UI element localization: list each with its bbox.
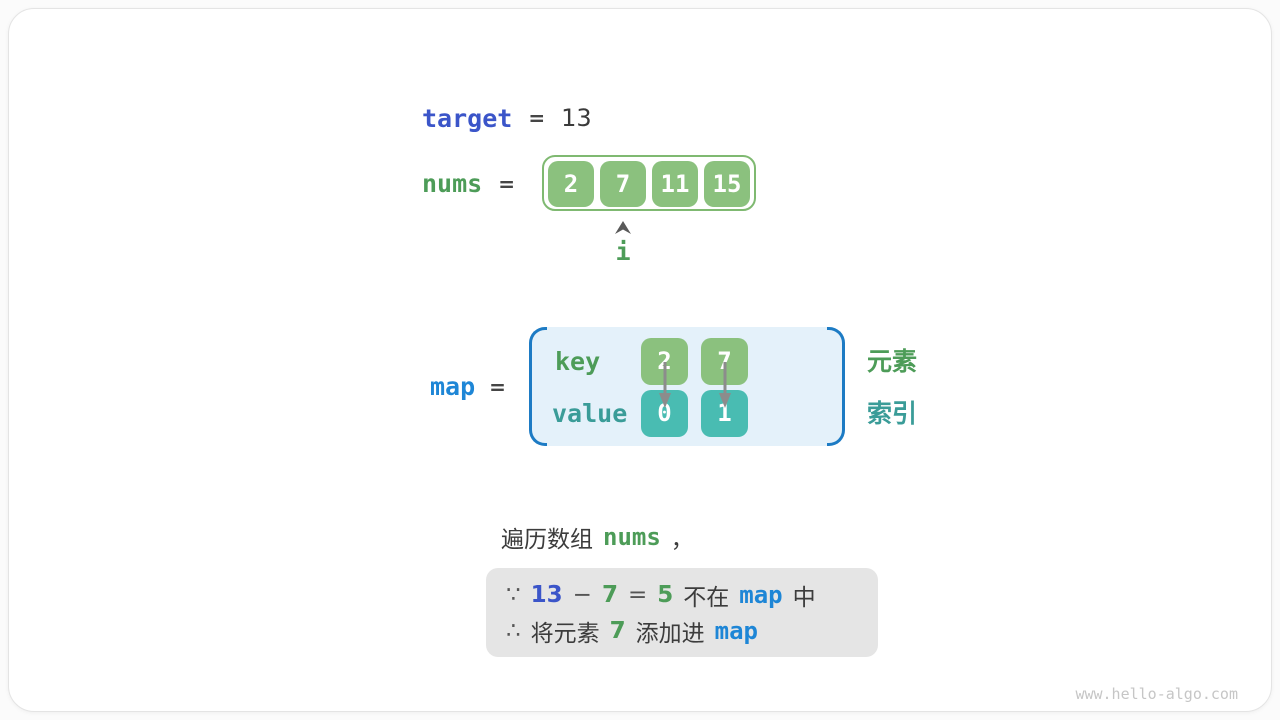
map-bracket-left bbox=[529, 327, 547, 446]
element-side-label: 元素 bbox=[867, 347, 918, 376]
note-element-value: 7 bbox=[601, 582, 618, 608]
note-map-variable: map bbox=[714, 617, 759, 645]
caption-text: 遍历数组 bbox=[501, 527, 593, 553]
caption-line: 遍历数组 nums ， bbox=[501, 521, 694, 553]
target-variable: target bbox=[422, 103, 513, 133]
note-action-text: 添加进 bbox=[635, 621, 705, 647]
therefore-symbol: ∴ bbox=[506, 618, 521, 644]
target-assignment: target = 13 bbox=[422, 103, 592, 133]
nums-variable: nums bbox=[422, 169, 483, 198]
minus-sign: − bbox=[572, 582, 592, 608]
note-result-value: 5 bbox=[657, 582, 674, 608]
note-box: ∵ 13 − 7 = 5 不在 map 中 ∴ 将元素 7 添加进 map bbox=[486, 568, 878, 657]
caption-variable: nums bbox=[603, 523, 661, 551]
note-line-1: ∵ 13 − 7 = 5 不在 map 中 bbox=[506, 577, 858, 613]
note-target-value: 13 bbox=[530, 582, 563, 608]
note-in-suffix: 中 bbox=[792, 585, 816, 611]
map-key-row-label: key bbox=[555, 347, 601, 376]
nums-assignment: nums = bbox=[422, 160, 515, 207]
map-variable: map bbox=[430, 372, 476, 401]
map-assignment: map = bbox=[430, 363, 506, 410]
map-value-row-label: value bbox=[552, 399, 628, 428]
map-key-cell: 7 bbox=[701, 338, 748, 385]
key-to-value-arrow-icon bbox=[718, 362, 732, 408]
array-cell: 11 bbox=[652, 161, 698, 207]
note-prefix-text: 将元素 bbox=[530, 621, 600, 647]
map-bracket-right bbox=[827, 327, 845, 446]
watermark: www.hello-algo.com bbox=[1075, 685, 1238, 703]
array-cell: 7 bbox=[600, 161, 646, 207]
note-element-value: 7 bbox=[609, 618, 626, 644]
nums-equals-sign: = bbox=[498, 171, 515, 196]
key-to-value-arrow-icon bbox=[658, 362, 672, 408]
array-cell: 15 bbox=[704, 161, 750, 207]
target-value: 13 bbox=[561, 104, 592, 132]
target-equals-sign: = bbox=[528, 106, 546, 130]
because-symbol: ∵ bbox=[506, 582, 521, 608]
note-equals-sign: = bbox=[627, 582, 648, 608]
index-pointer-icon bbox=[615, 219, 631, 234]
nums-array: 2 7 11 15 bbox=[542, 155, 756, 211]
array-cell: 2 bbox=[548, 161, 594, 207]
note-line-2: ∴ 将元素 7 添加进 map bbox=[506, 613, 858, 649]
map-equals-sign: = bbox=[489, 374, 506, 399]
index-side-label: 索引 bbox=[867, 399, 918, 428]
note-not-in-text: 不在 bbox=[683, 585, 730, 611]
diagram-card: target = 13 nums = 2 7 11 15 i map = key… bbox=[8, 8, 1272, 712]
index-pointer-label: i bbox=[615, 237, 631, 266]
note-map-variable: map bbox=[739, 581, 783, 609]
caption-comma: ， bbox=[670, 527, 694, 553]
